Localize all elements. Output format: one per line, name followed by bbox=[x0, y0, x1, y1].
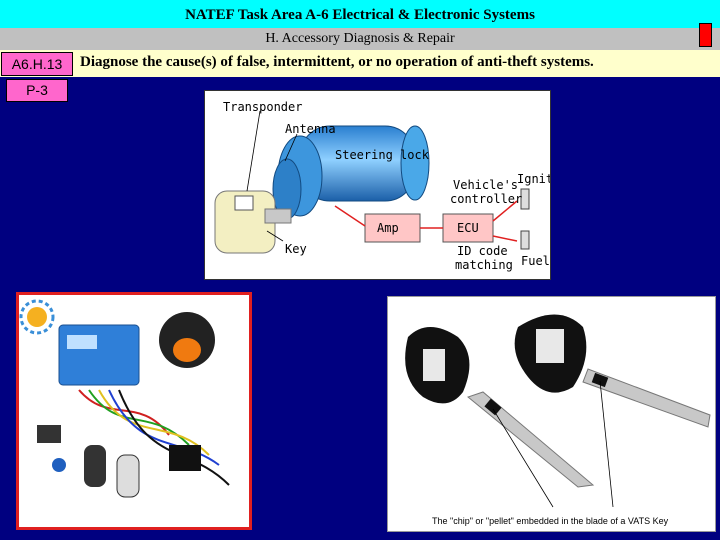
immobilizer-diagram-svg: Transponder Antenna Steering lock Vehicl… bbox=[214, 100, 550, 272]
vats-key-caption: The "chip" or "pellet" embedded in the b… bbox=[432, 516, 669, 526]
steering-lock-label: Steering lock bbox=[335, 148, 430, 162]
task-bar bbox=[0, 50, 720, 77]
page-subtitle: H. Accessory Diagnosis & Repair bbox=[265, 31, 455, 46]
page-title: NATEF Task Area A-6 Electrical & Electro… bbox=[185, 7, 535, 23]
task-description: Diagnose the cause(s) of false, intermit… bbox=[80, 54, 594, 70]
fuel-label: Fuel bbox=[521, 254, 550, 268]
priority-badge: P-3 bbox=[6, 79, 68, 102]
immobilizer-diagram: Transponder Antenna Steering lock Vehicl… bbox=[204, 90, 551, 280]
ecu-box bbox=[442, 213, 494, 243]
ecu-label: ECU bbox=[457, 221, 479, 235]
antenna-label: Antenna bbox=[285, 122, 336, 136]
subtitle-bar: H. Accessory Diagnosis & Repair bbox=[0, 28, 720, 50]
relay-icon bbox=[169, 445, 201, 471]
red-marker bbox=[699, 23, 712, 47]
fuel-injector-icon bbox=[520, 230, 530, 250]
sun-logo-icon bbox=[19, 299, 55, 335]
matching-label: matching bbox=[455, 258, 513, 272]
transponder-label: Transponder bbox=[223, 100, 302, 114]
siren-icon bbox=[159, 312, 215, 368]
vehicle-label: Vehicle's bbox=[453, 178, 518, 192]
vats-key-left-icon bbox=[405, 327, 595, 488]
caption-leader-lines bbox=[492, 380, 614, 508]
ignition-icon bbox=[520, 188, 530, 210]
signal-arrows bbox=[334, 200, 518, 242]
controller-label: controller bbox=[450, 192, 522, 206]
vats-keys-illustration bbox=[405, 314, 711, 508]
task-code-badge: A6.H.13 bbox=[1, 52, 73, 76]
title-bar: NATEF Task Area A-6 Electrical & Electro… bbox=[0, 0, 720, 28]
steering-lock-cylinder bbox=[272, 125, 430, 220]
vats-keys-photo bbox=[387, 296, 716, 532]
alarm-kit-photo bbox=[16, 292, 252, 530]
alarm-kit-illustration bbox=[19, 299, 230, 498]
key-label: Key bbox=[285, 242, 307, 256]
remote-fob-icon bbox=[84, 445, 140, 498]
id-code-label: ID code bbox=[457, 244, 508, 258]
key-icon bbox=[214, 190, 292, 254]
amp-label: Amp bbox=[377, 221, 399, 235]
sensor-icon bbox=[37, 425, 61, 443]
leader-lines bbox=[246, 110, 298, 242]
control-module-icon bbox=[58, 324, 140, 386]
ignition-label: Ignition bbox=[517, 172, 550, 186]
vats-key-right-icon bbox=[514, 314, 711, 428]
led-icon bbox=[52, 458, 66, 472]
